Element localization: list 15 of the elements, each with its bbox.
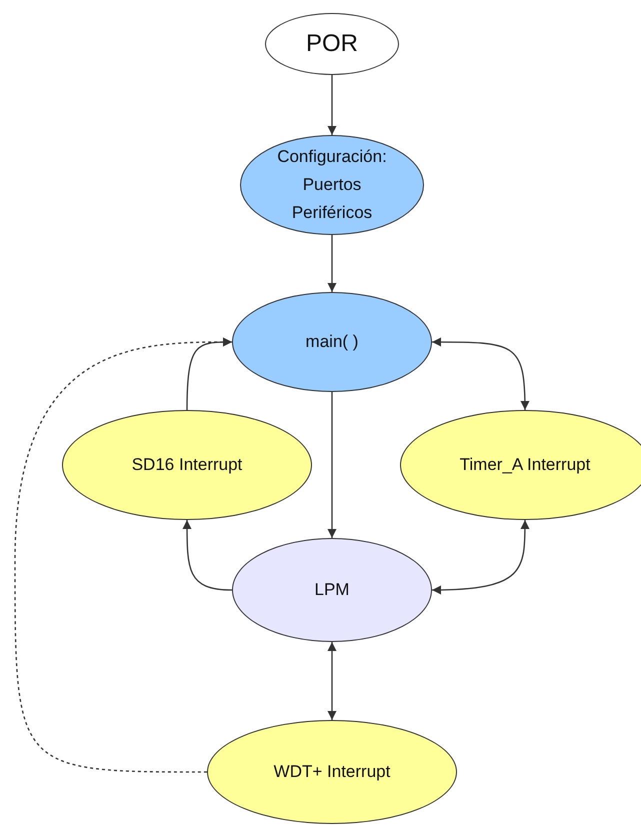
arrow bbox=[14, 338, 232, 773]
arrow bbox=[432, 520, 530, 594]
node-label: WDT+ Interrupt bbox=[274, 761, 390, 783]
arrow bbox=[432, 338, 530, 410]
arrow bbox=[328, 392, 336, 538]
node-label: Configuración: Puertos Periféricos bbox=[276, 146, 388, 224]
arrow bbox=[328, 75, 336, 135]
node-label: LPM bbox=[314, 579, 350, 601]
arrow bbox=[328, 642, 336, 720]
node-label: POR bbox=[306, 30, 358, 58]
arrow bbox=[328, 235, 336, 292]
node-label: main( ) bbox=[306, 331, 358, 353]
arrow bbox=[182, 520, 232, 591]
node-label: SD16 Interrupt bbox=[132, 454, 242, 476]
node-label: Timer_A Interrupt bbox=[460, 454, 590, 476]
